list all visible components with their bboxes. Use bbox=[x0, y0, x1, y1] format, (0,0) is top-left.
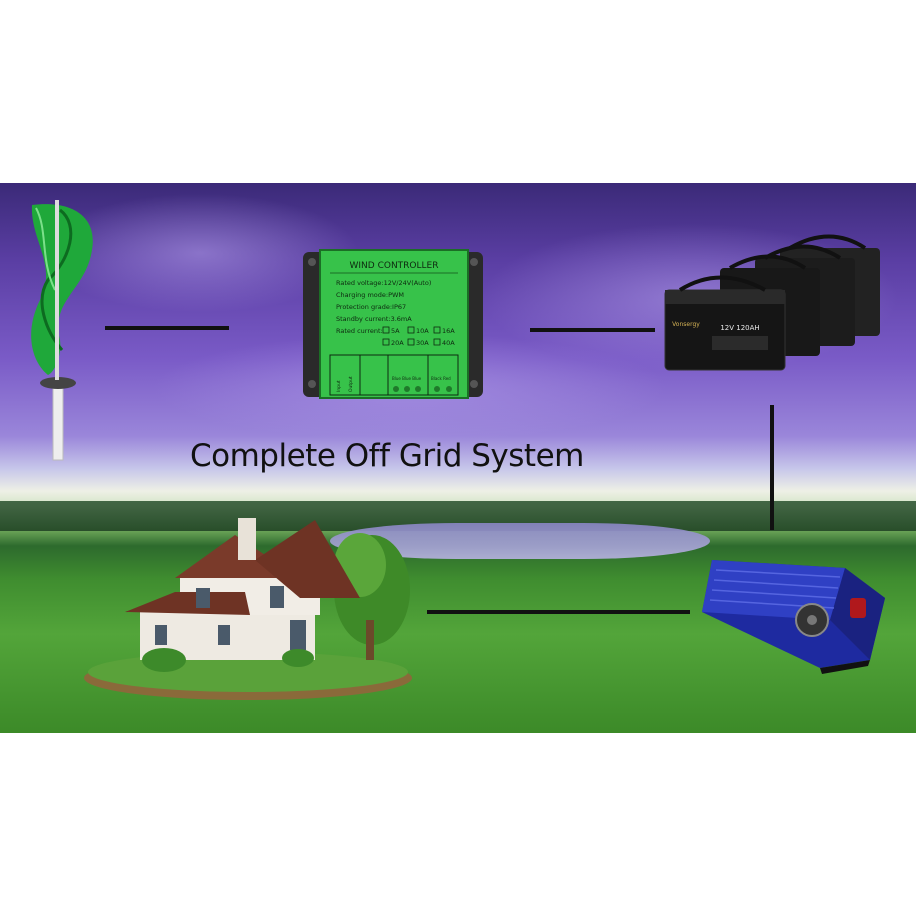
controller-heading: WIND CONTROLLER bbox=[350, 261, 439, 271]
terminal-label: Output bbox=[348, 376, 354, 392]
current-option: 16A bbox=[442, 327, 455, 335]
controller-spec-line: Rated voltage:12V/24V(Auto) bbox=[336, 279, 431, 287]
diagram-title: Complete Off Grid System bbox=[190, 438, 584, 474]
rated-current-label: Rated current: bbox=[336, 327, 383, 335]
terminal-label: Blue Blue Blue bbox=[392, 376, 422, 381]
current-option: 20A bbox=[391, 339, 404, 347]
current-option: 30A bbox=[416, 339, 429, 347]
battery-brand: Vonsergy bbox=[672, 321, 700, 328]
controller-spec-line: Protection grade:IP67 bbox=[336, 303, 406, 311]
wind-controller-icon: WIND CONTROLLER Rated voltage:12V/24V(Au… bbox=[303, 249, 483, 399]
battery-bank-icon: 12V 120AH Vonsergy bbox=[664, 234, 880, 371]
current-option: 10A bbox=[416, 327, 429, 335]
power-inverter-icon bbox=[702, 560, 885, 674]
terminal-label: Input bbox=[336, 380, 342, 392]
terminal-label: Black Red bbox=[431, 376, 451, 381]
battery-label: 12V 120AH bbox=[720, 324, 759, 332]
controller-spec-line: Standby current:3.6mA bbox=[336, 315, 412, 323]
controller-spec-line: Charging mode:PWM bbox=[336, 291, 404, 299]
wind-turbine-icon bbox=[31, 200, 93, 461]
house-icon bbox=[84, 518, 412, 700]
current-option: 40A bbox=[442, 339, 455, 347]
current-option: 5A bbox=[391, 327, 400, 335]
